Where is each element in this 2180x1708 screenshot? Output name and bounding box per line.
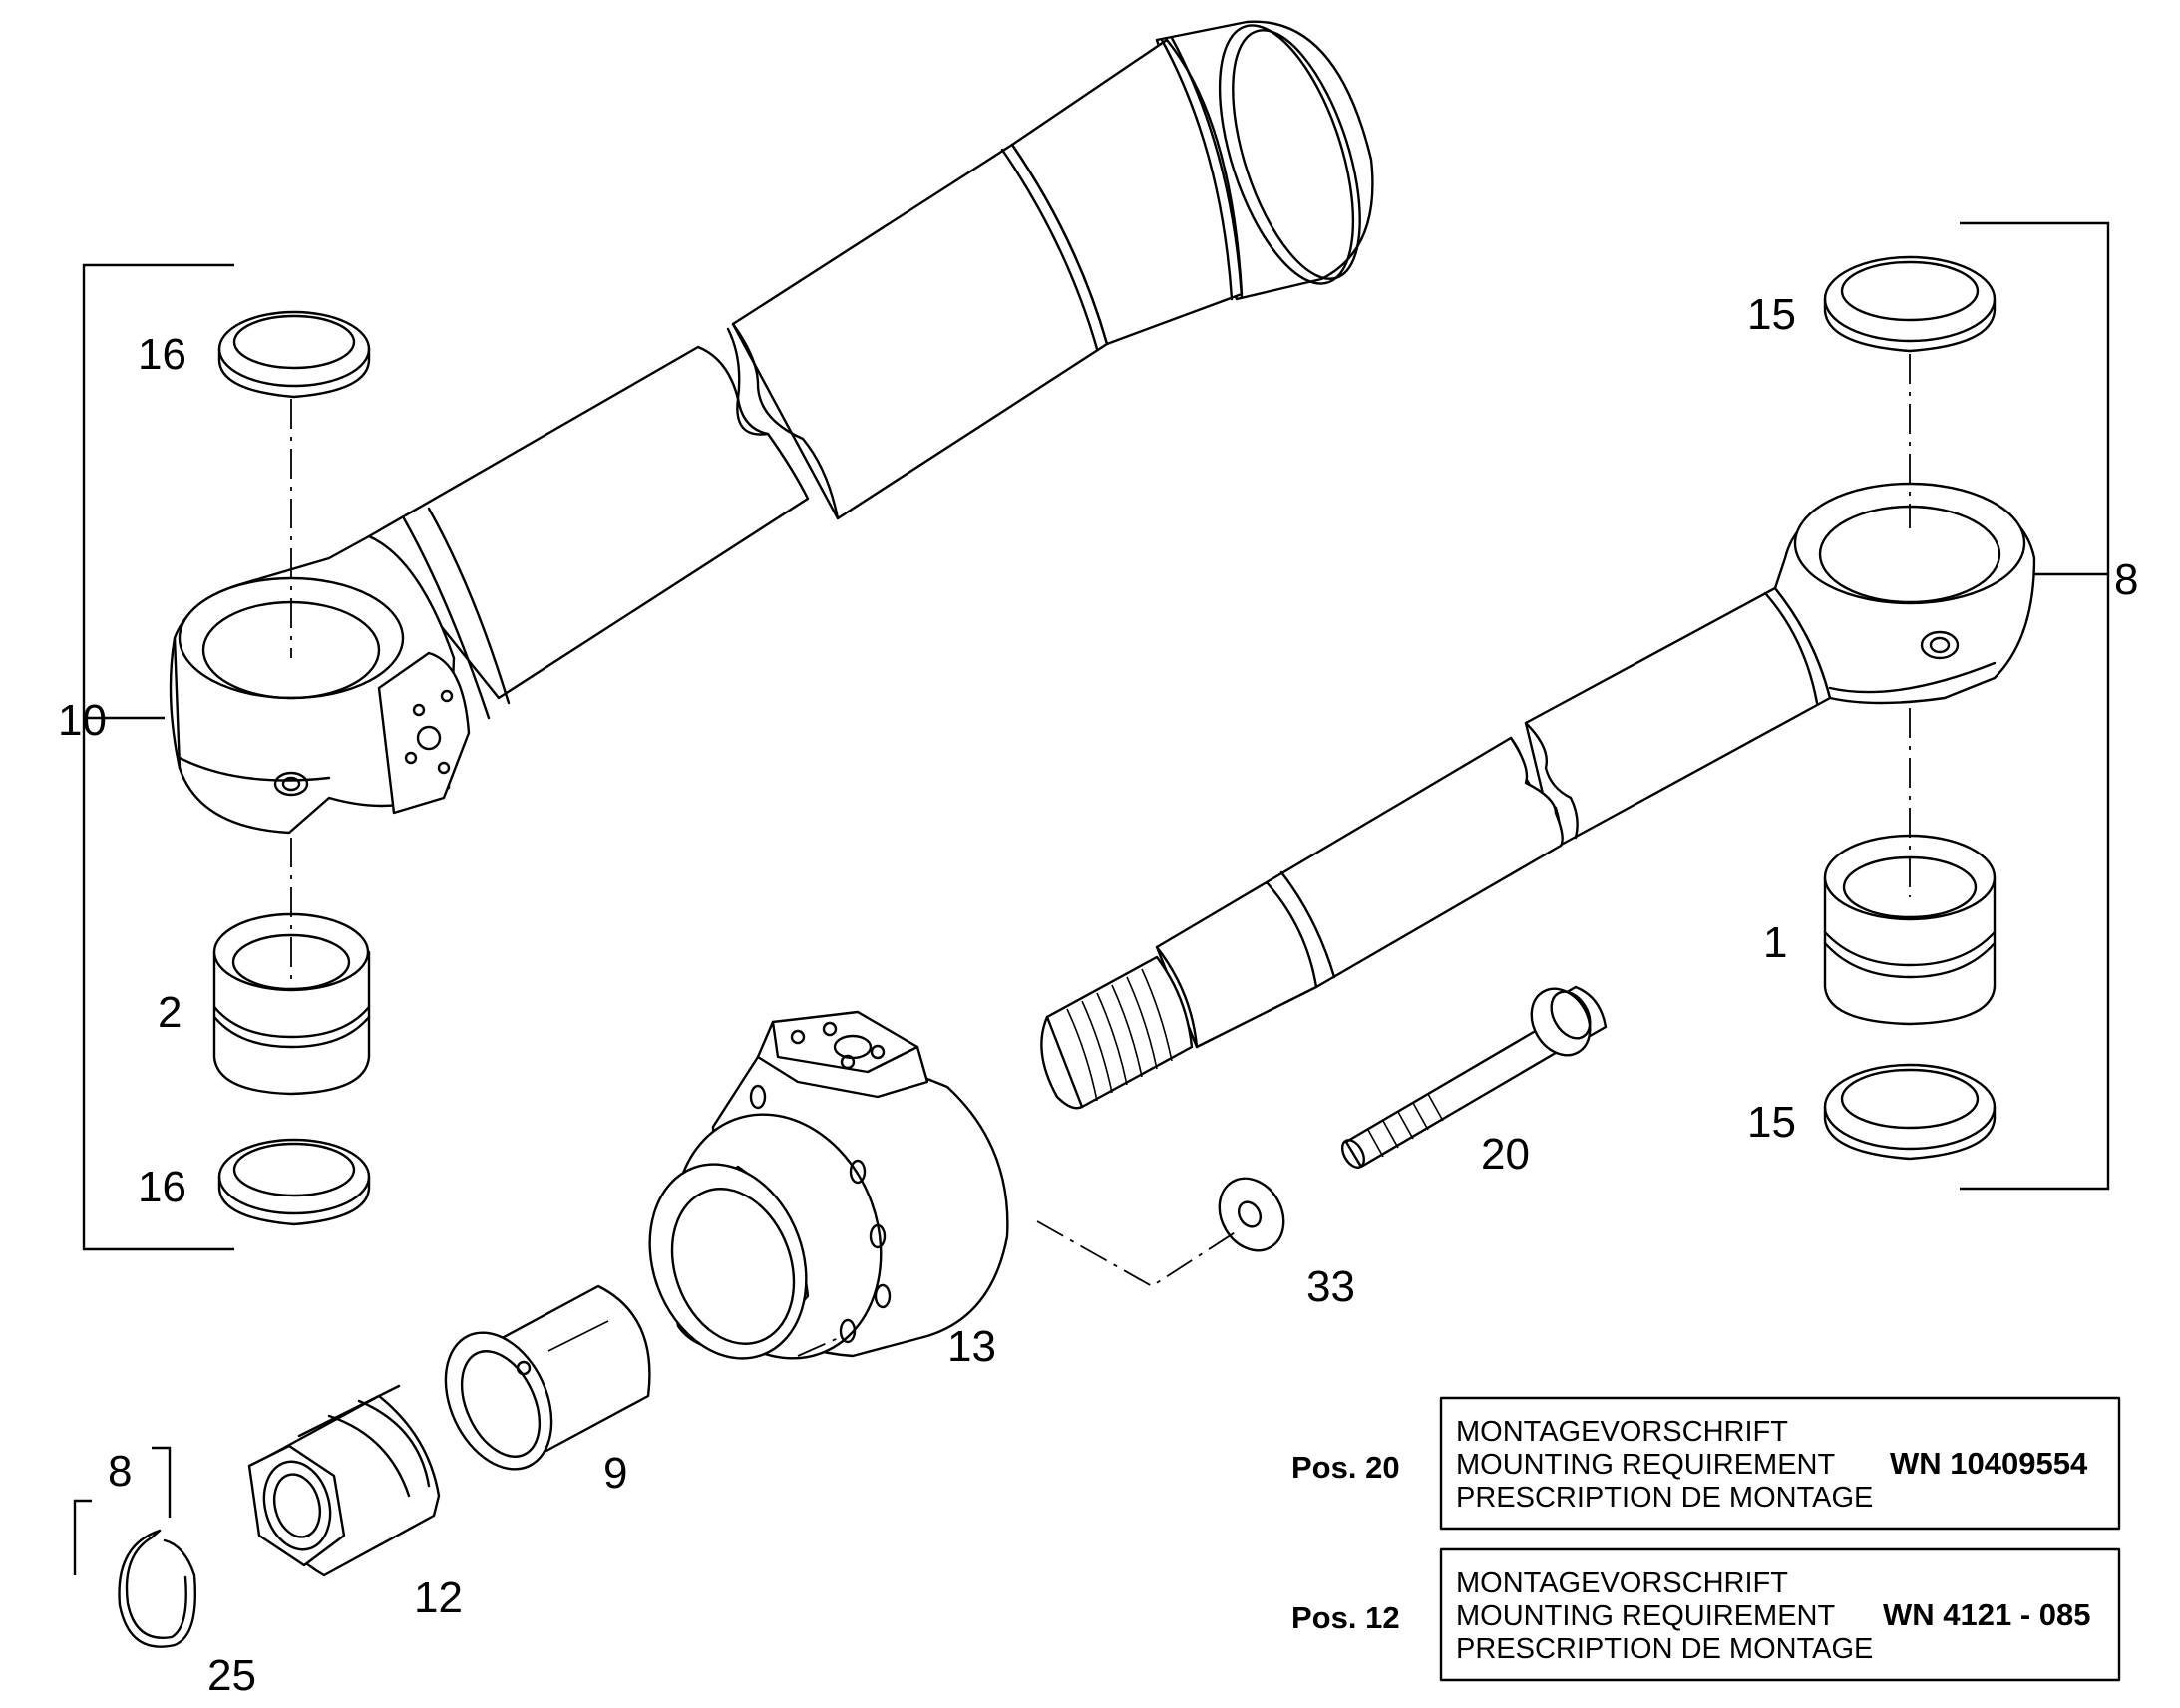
sleeve-9: [444, 1284, 651, 1471]
note-pos-20-line-3: PRESCRIPTION DE MONTAGE: [1456, 1482, 1873, 1514]
callout-33: 33: [1306, 1262, 1355, 1311]
washer-33: [1218, 1177, 1285, 1252]
axis-line-washer: [1036, 1220, 1238, 1288]
seal-ring-16-bottom: [217, 1138, 371, 1226]
rod-eye-left: [169, 534, 471, 835]
callout-13: 13: [947, 1322, 996, 1371]
note-pos-20: Pos. 20 MONTAGEVORSCHRIFT MOUNTING REQUI…: [1291, 1396, 2121, 1531]
bracket-group-10: [82, 263, 234, 1251]
note-pos-12-standard: WN 4121 - 085: [1883, 1597, 2091, 1632]
callout-9: 9: [603, 1449, 627, 1498]
callout-16-bottom: 16: [138, 1163, 186, 1211]
bolt-20: [1340, 985, 1608, 1169]
callout-16-top: 16: [138, 330, 186, 379]
callout-15-top: 15: [1747, 290, 1796, 339]
callout-20: 20: [1481, 1130, 1530, 1179]
note-pos-20-label: Pos. 20: [1291, 1450, 1400, 1485]
note-pos-12-line-2: MOUNTING REQUIREMENT: [1456, 1600, 1836, 1632]
seal-ring-15-bottom: [1823, 1063, 1997, 1161]
note-pos-20-line-1: MONTAGEVORSCHRIFT: [1456, 1416, 1788, 1448]
callout-8-right: 8: [2114, 555, 2138, 604]
note-pos-12-line-1: MONTAGEVORSCHRIFT: [1456, 1567, 1788, 1599]
callout-12: 12: [414, 1573, 463, 1622]
bracket-group-8: [1960, 221, 2110, 1191]
retaining-ring-25: [118, 1529, 196, 1648]
callout-2: 2: [158, 988, 182, 1037]
cylinder-tube: [367, 20, 1374, 720]
cylinder-head-13: [648, 1010, 1009, 1360]
piston-rod: [1040, 482, 2036, 1110]
note-pos-20-line-2: MOUNTING REQUIREMENT: [1456, 1449, 1836, 1481]
callout-8-left: 8: [108, 1447, 132, 1496]
nut-12: [247, 1384, 441, 1577]
callout-15-bottom: 15: [1747, 1098, 1796, 1147]
note-pos-12-line-3: PRESCRIPTION DE MONTAGE: [1456, 1633, 1873, 1665]
note-pos-12: Pos. 12 MONTAGEVORSCHRIFT MOUNTING REQUI…: [1291, 1547, 2121, 1682]
note-pos-12-label: Pos. 12: [1291, 1600, 1400, 1635]
callout-1: 1: [1763, 918, 1787, 967]
callout-10: 10: [58, 696, 107, 745]
seal-ring-16-top: [217, 310, 371, 399]
seal-ring-15-top: [1823, 255, 1997, 353]
callout-25: 25: [207, 1651, 256, 1700]
note-pos-20-standard: WN 10409554: [1890, 1446, 2088, 1481]
bracket-group-8-left: [73, 1446, 172, 1575]
callout-labels: 16 10 2 16 15 8 1 15 20 33 13 9 12 8 25: [58, 290, 2138, 1700]
